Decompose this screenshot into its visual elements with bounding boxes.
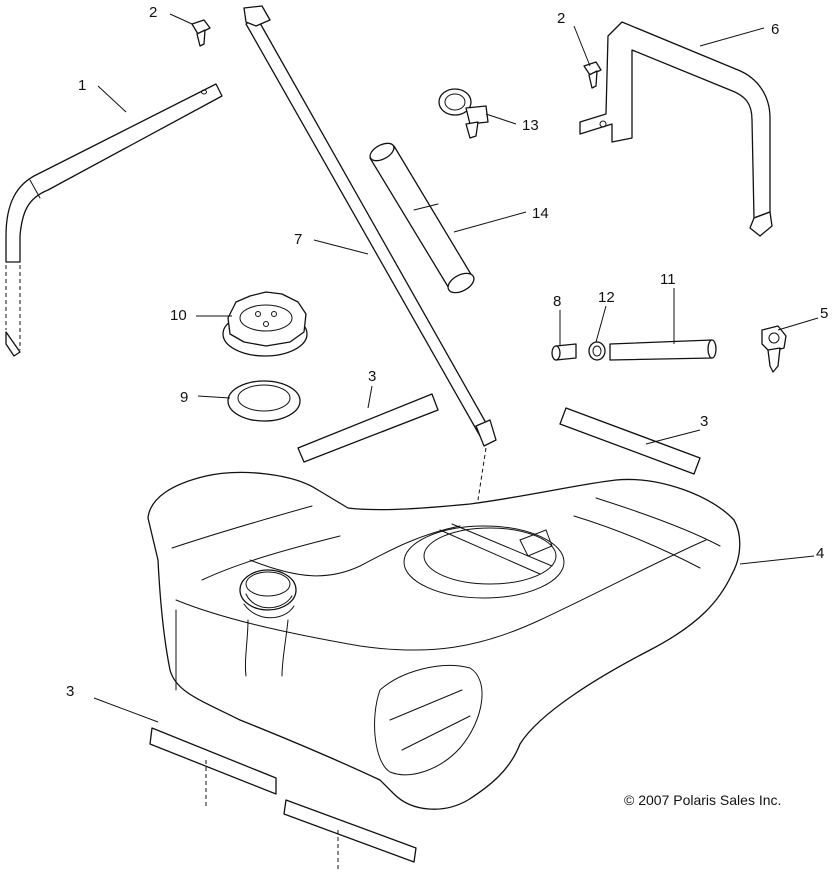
callout-9: 9 (180, 389, 188, 406)
callout-12: 12 (598, 289, 615, 306)
part-5-fitting (761, 325, 787, 373)
callout-10: 10 (170, 307, 187, 324)
part-13-clamp (438, 88, 489, 139)
copyright-text: © 2007 Polaris Sales Inc. (624, 792, 781, 808)
callout-2-right: 2 (557, 10, 565, 27)
part-10-fuel-cap (222, 291, 308, 357)
part-1-strap (5, 83, 223, 357)
callout-labels: 2 1 2 6 13 14 7 10 9 8 12 11 5 3 3 4 3 (66, 4, 828, 700)
callout-3-right: 3 (700, 413, 708, 430)
part-6-strap (579, 21, 773, 237)
part-12-clip (588, 341, 606, 361)
part-8-fitting (551, 343, 577, 361)
callout-7: 7 (294, 231, 302, 248)
callout-3-bottom: 3 (66, 683, 74, 700)
callout-1: 1 (78, 77, 86, 94)
part-3-pads (149, 393, 701, 870)
part-7-vent-hose (243, 5, 497, 501)
callout-5: 5 (820, 305, 828, 322)
callout-13: 13 (522, 117, 539, 134)
leader-lines (93, 13, 819, 723)
callout-2-left: 2 (149, 4, 157, 21)
callout-3-top: 3 (368, 368, 376, 385)
part-11-hose (609, 339, 717, 361)
part-14-sleeve (369, 142, 475, 294)
callout-8: 8 (553, 293, 561, 310)
callout-11: 11 (660, 271, 676, 288)
part-4-fuel-tank (147, 471, 741, 810)
part-9-gasket (227, 380, 301, 422)
callout-4: 4 (816, 545, 824, 562)
callout-14: 14 (532, 205, 549, 222)
part-2-rivet-left (191, 19, 211, 47)
callout-6: 6 (771, 21, 779, 38)
part-2-rivet-right (583, 61, 602, 89)
